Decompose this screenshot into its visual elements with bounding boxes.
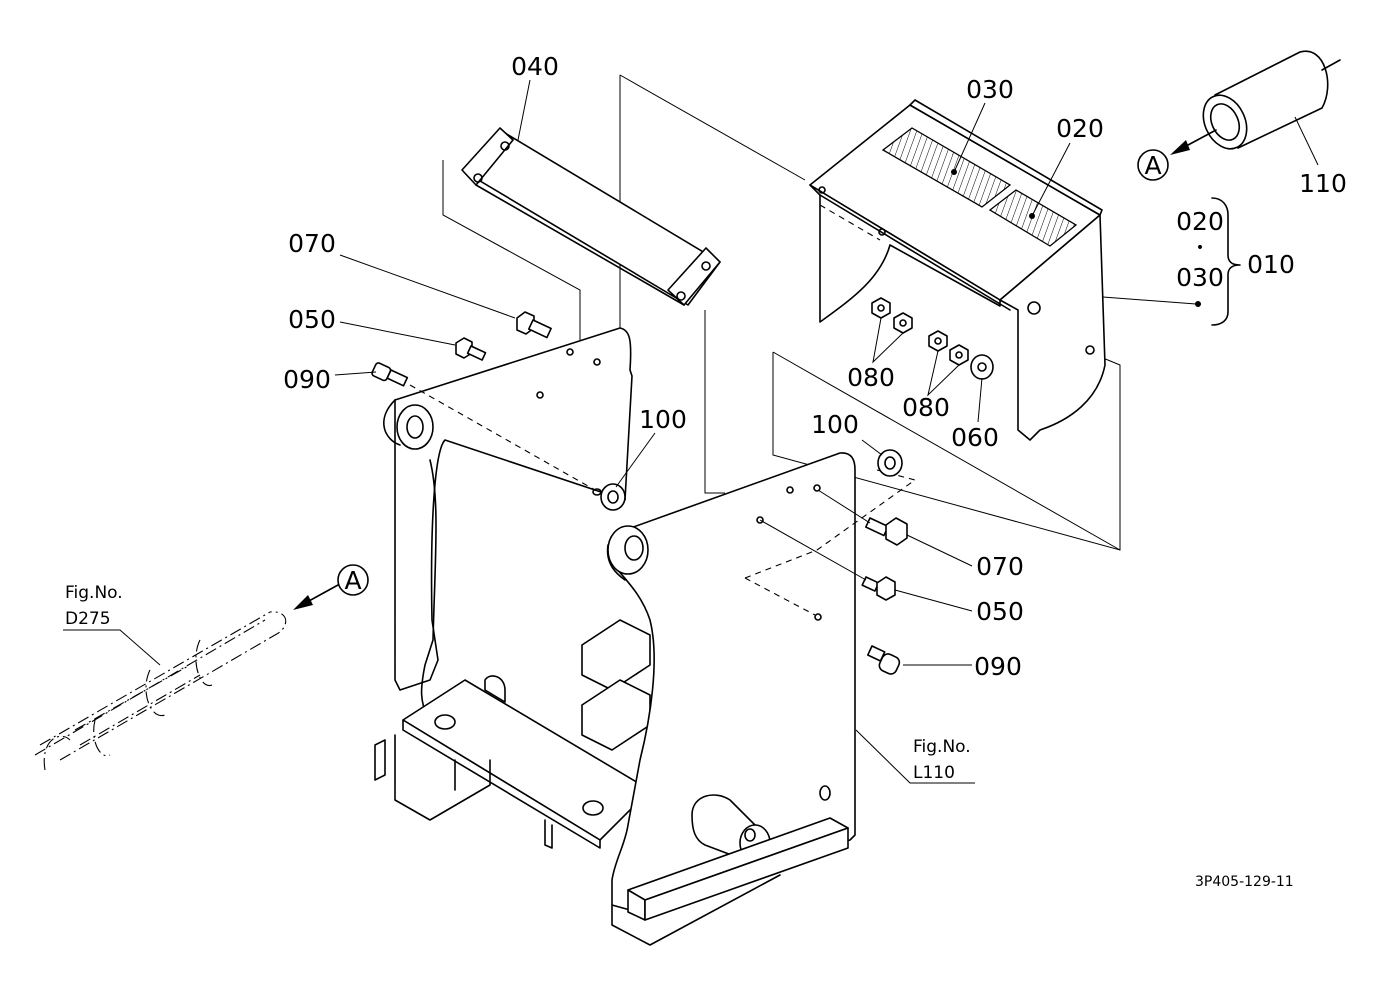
leader-040 bbox=[517, 79, 531, 141]
bolt-050-left bbox=[455, 337, 487, 361]
part-080-nuts bbox=[871, 297, 969, 366]
group-callout-010: 010 bbox=[1247, 250, 1295, 279]
left-side-plate bbox=[383, 327, 633, 721]
leader-110 bbox=[1294, 116, 1319, 166]
leader-010-dot bbox=[1195, 301, 1201, 307]
callout-020: 020 bbox=[1056, 114, 1104, 143]
callout-090-left: 090 bbox=[283, 365, 331, 394]
group-member-030: 030 bbox=[1176, 263, 1224, 292]
callout-030: 030 bbox=[966, 75, 1014, 104]
callout-060: 060 bbox=[951, 423, 999, 452]
callout-110: 110 bbox=[1299, 169, 1347, 198]
fig-ref-label-left: Fig.No. bbox=[65, 583, 123, 603]
nut-leaders bbox=[872, 317, 983, 423]
leader-030 bbox=[954, 102, 986, 171]
leader-d275 bbox=[63, 629, 161, 666]
view-marker-a-left: A bbox=[344, 566, 361, 595]
bolt-leaders-left bbox=[334, 254, 516, 376]
fig-ref-number-d275: D275 bbox=[65, 609, 111, 629]
fig-ref-label-right: Fig.No. bbox=[913, 737, 971, 757]
callout-070-left: 070 bbox=[288, 229, 336, 258]
part-100-spacer-left bbox=[592, 483, 626, 511]
fig-ref-number-l110: L110 bbox=[913, 763, 955, 783]
part-060-washer bbox=[970, 354, 994, 380]
leader-l110 bbox=[855, 729, 975, 784]
callout-labels: 040 030 020 110 070 050 090 100 100 080 … bbox=[283, 52, 1347, 681]
bolt-090-right bbox=[866, 645, 901, 675]
bolt-axis-left bbox=[409, 384, 596, 491]
callout-080-a: 080 bbox=[847, 363, 895, 392]
bolt-050-right bbox=[861, 576, 896, 601]
part-110-sleeve bbox=[1202, 50, 1341, 150]
view-arrow-a-top bbox=[1137, 129, 1217, 181]
bottom-bar bbox=[627, 817, 849, 921]
leader-020 bbox=[1032, 142, 1071, 215]
group-separator-dot: • bbox=[1196, 240, 1204, 256]
view-marker-a-top: A bbox=[1144, 151, 1161, 180]
leader-010 bbox=[1102, 296, 1197, 305]
leader-100-left bbox=[615, 432, 656, 488]
right-plate-dashed-square bbox=[744, 469, 917, 616]
group-member-020: 020 bbox=[1176, 207, 1224, 236]
part-040-bracket bbox=[461, 127, 721, 306]
bolt-070-right bbox=[864, 517, 908, 546]
bolt-090-left bbox=[371, 362, 409, 387]
pto-shaft-reference bbox=[34, 611, 287, 771]
drawing-code: 3P405-129-11 bbox=[1195, 874, 1294, 890]
group-bracket-010 bbox=[1211, 197, 1241, 326]
callout-040: 040 bbox=[511, 52, 559, 81]
callout-080-b: 080 bbox=[902, 393, 950, 422]
leader-100-right bbox=[861, 439, 883, 456]
callout-050-left: 050 bbox=[288, 305, 336, 334]
callout-070-right: 070 bbox=[976, 552, 1024, 581]
leader-020-dot bbox=[1029, 213, 1035, 219]
view-arrow-a-left bbox=[293, 564, 369, 610]
callout-090-right: 090 bbox=[974, 652, 1022, 681]
part-030-decal bbox=[881, 127, 1012, 208]
callout-100-right: 100 bbox=[811, 410, 859, 439]
callout-100-left: 100 bbox=[639, 405, 687, 434]
right-side-plate bbox=[606, 452, 856, 946]
bolt-leaders-right bbox=[759, 489, 973, 666]
callout-050-right: 050 bbox=[976, 597, 1024, 626]
part-010-cover bbox=[809, 99, 1106, 441]
leader-030-dot bbox=[951, 169, 957, 175]
part-100-spacer-right bbox=[877, 449, 903, 477]
base-frame bbox=[374, 619, 651, 849]
figure-references: Fig.No. D275 Fig.No. L110 bbox=[65, 583, 971, 783]
bolt-070-left bbox=[516, 311, 552, 339]
